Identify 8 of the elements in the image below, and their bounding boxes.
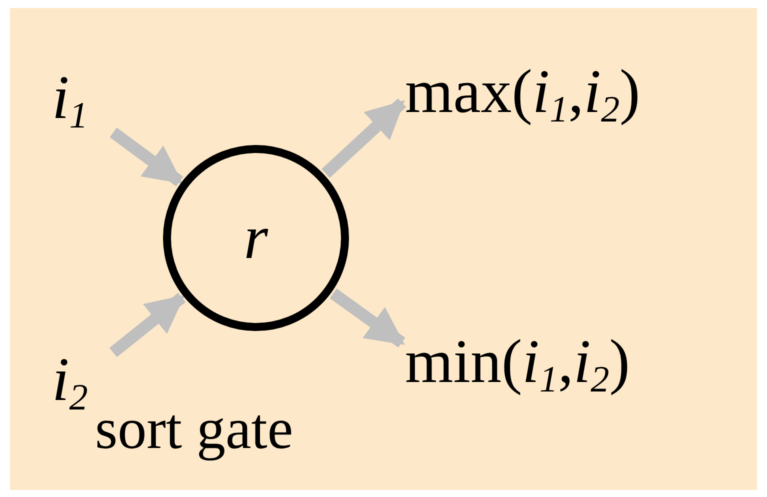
input-label: i$_{1}$ xyxy=(52,70,114,132)
arrow xyxy=(109,292,186,358)
output-label: max(i$_{1}$,i$_{2}$) xyxy=(405,60,745,130)
arrow xyxy=(322,98,406,178)
arrow xyxy=(110,128,184,186)
output-label: min(i$_{1}$,i$_{2}$) xyxy=(405,330,745,400)
gate-circle: r xyxy=(163,145,349,331)
arrow xyxy=(330,288,406,348)
